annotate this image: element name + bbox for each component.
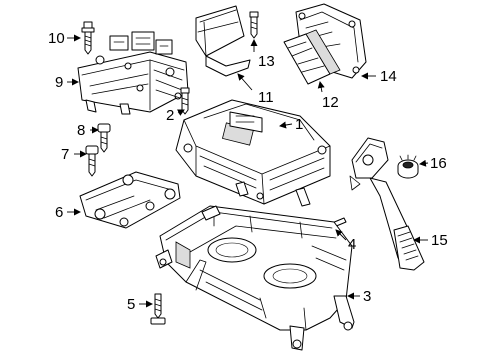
callout-13: 13 [258, 53, 275, 70]
part-16-grommet [397, 154, 419, 179]
callout-14: 14 [380, 68, 397, 85]
part-8-bolt [97, 123, 111, 153]
callout-3: 3 [363, 288, 371, 305]
callout-12: 12 [322, 94, 339, 111]
part-7-bolt [85, 145, 99, 177]
callout-9: 9 [55, 74, 63, 91]
leader-12 [317, 81, 325, 93]
part-15-pedal [349, 137, 425, 271]
leader-1 [279, 121, 293, 129]
part-2-bolt [180, 87, 190, 115]
part-13-module [195, 5, 259, 77]
part-14-bracket [295, 3, 367, 79]
callout-4: 4 [348, 236, 356, 253]
callout-5: 5 [127, 296, 135, 313]
callout-11: 11 [258, 89, 274, 106]
part-5-bolt [150, 293, 166, 325]
leader-16 [419, 159, 429, 167]
part-12-relay-block [283, 29, 341, 85]
callout-1: 1 [295, 116, 303, 133]
callout-8: 8 [77, 122, 85, 139]
leader-4 [335, 229, 347, 241]
part-3-cradle [155, 205, 355, 351]
callout-7: 7 [61, 146, 69, 163]
leader-11 [237, 73, 253, 91]
callout-6: 6 [55, 204, 63, 221]
part-6-bracket [79, 171, 181, 229]
part-9-control-module [77, 31, 189, 115]
callout-10: 10 [48, 30, 65, 47]
part-10-bolt [81, 21, 95, 55]
leader-2 [177, 109, 185, 116]
callout-2: 2 [166, 107, 174, 124]
callout-15: 15 [431, 232, 448, 249]
part-1-inverter [175, 99, 331, 207]
callout-16: 16 [430, 155, 447, 172]
